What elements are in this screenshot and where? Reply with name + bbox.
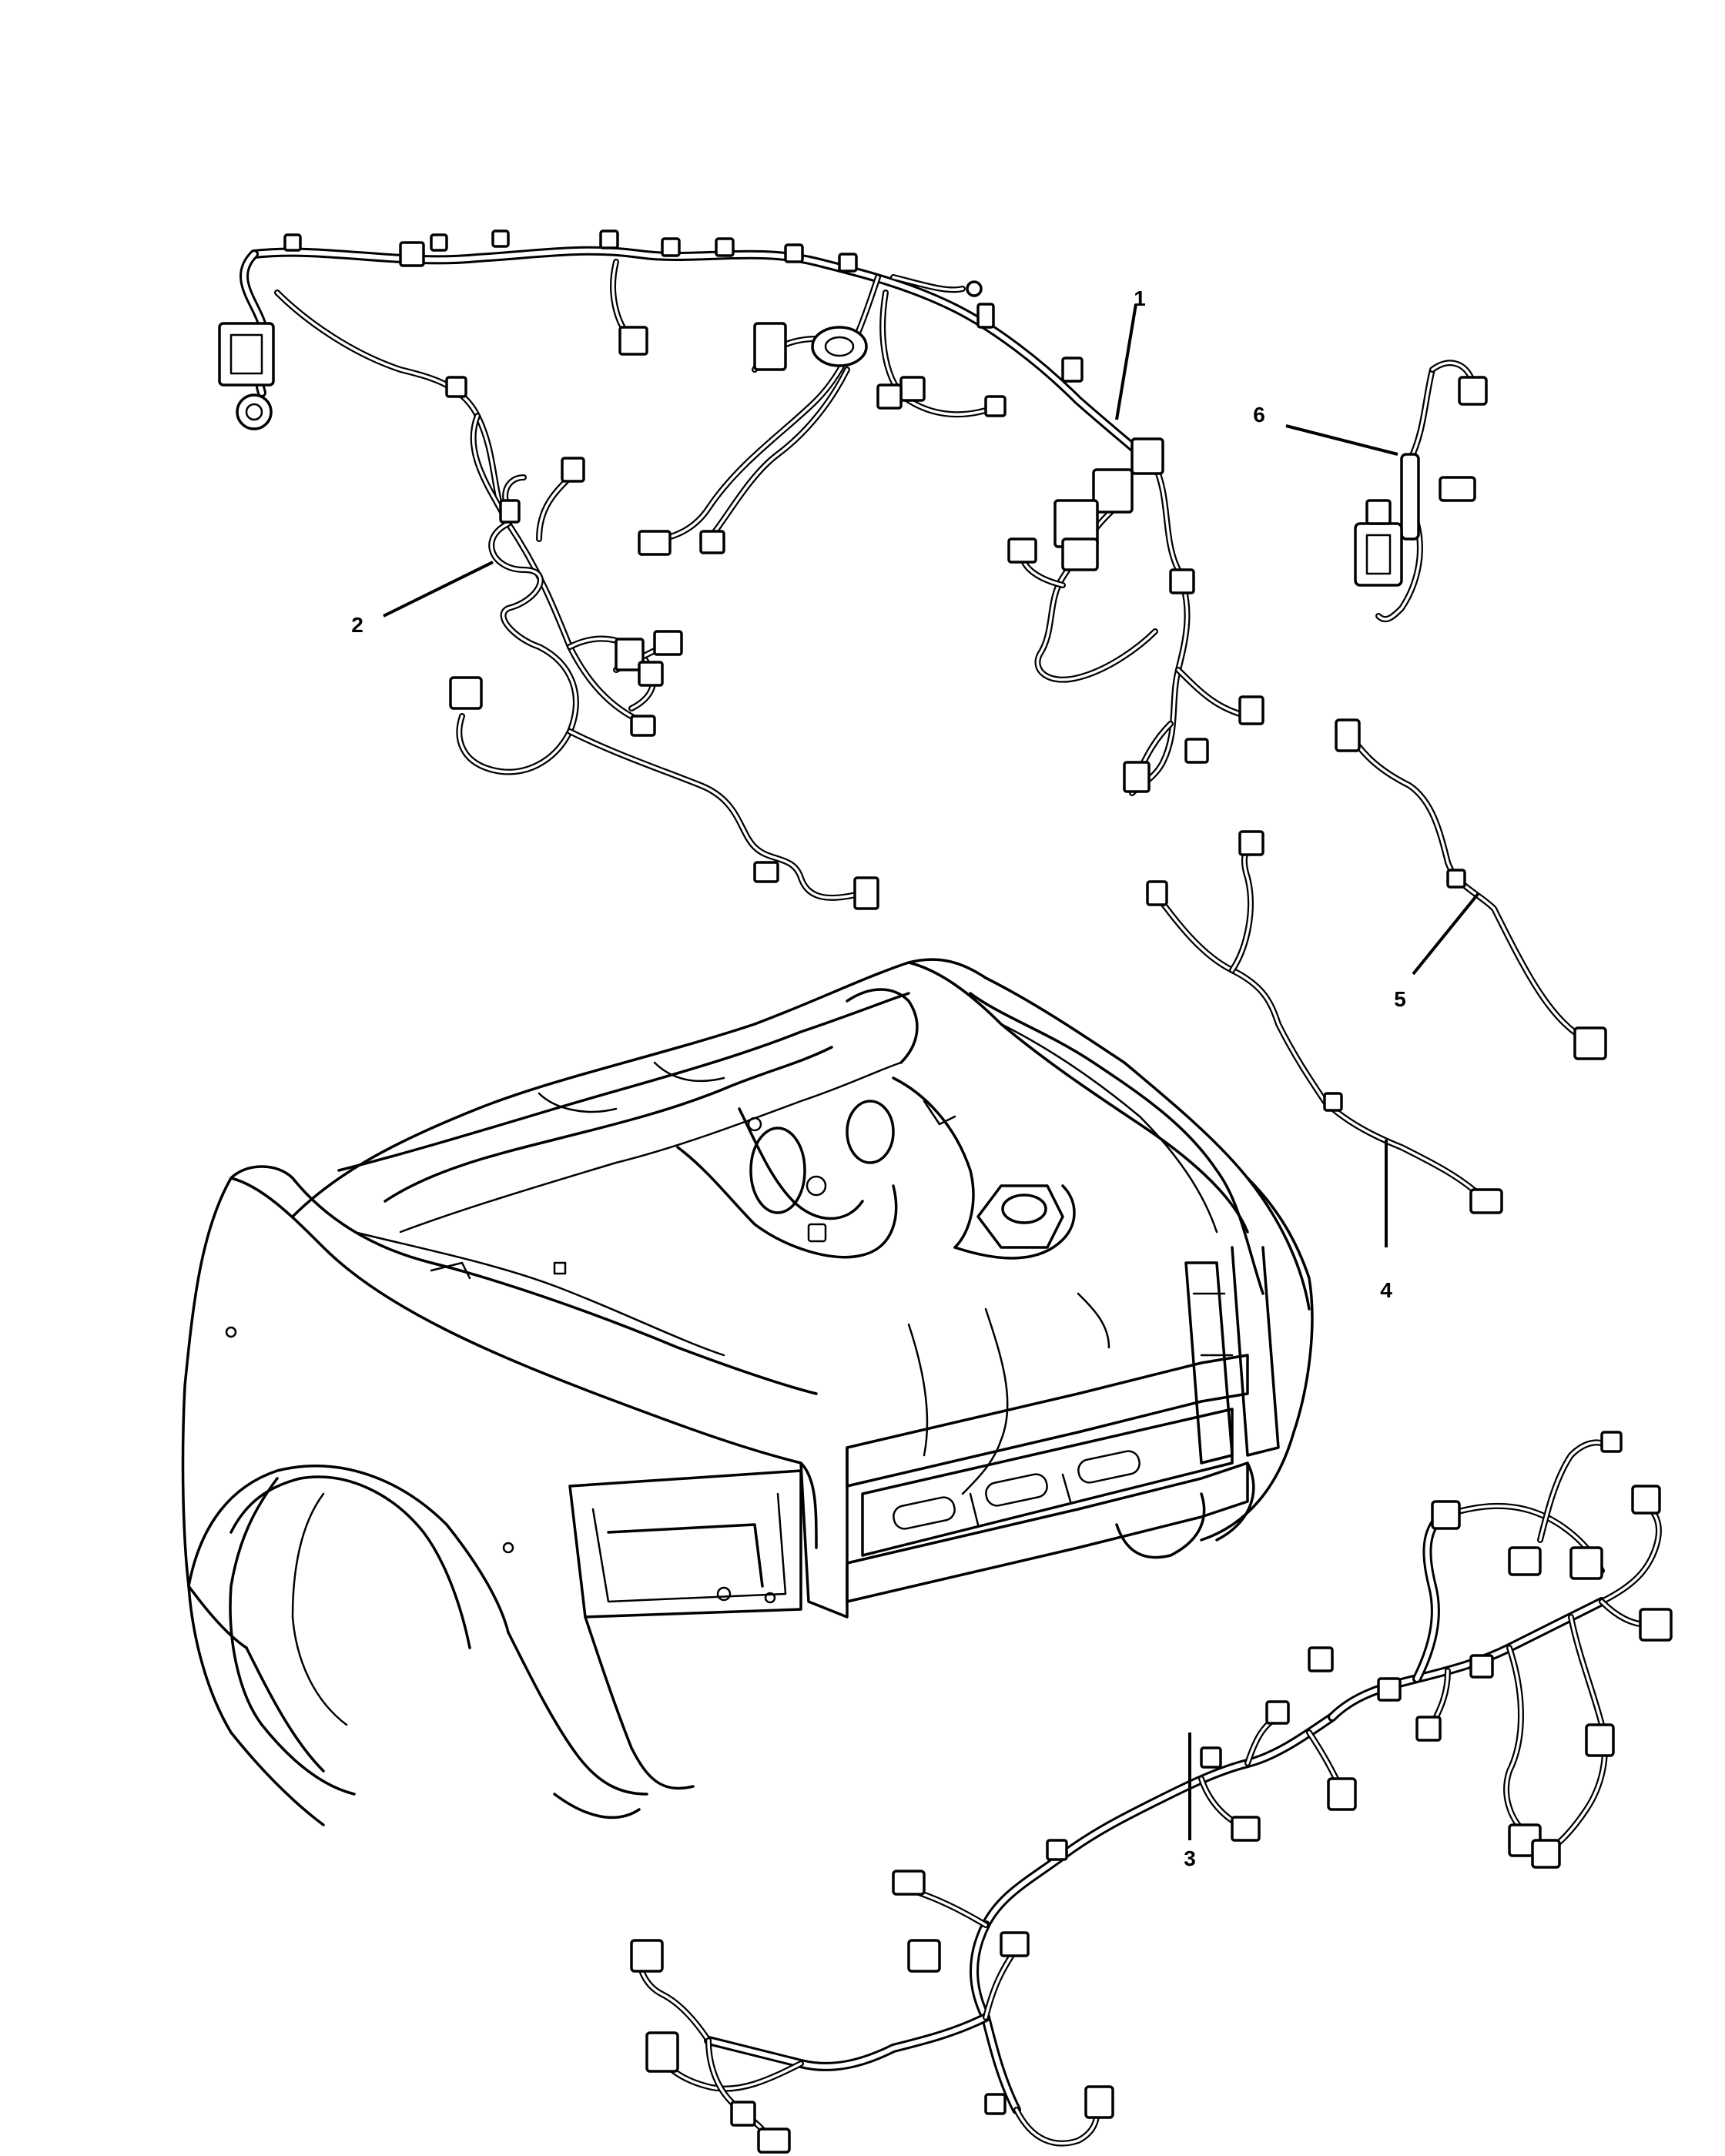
harness-5-jumper: [1335, 718, 1607, 1060]
callout-6: 6: [1253, 403, 1265, 427]
callout-4: 4: [1380, 1278, 1392, 1302]
harness-1-instrument-panel: [250, 229, 1264, 796]
callout-1: 1: [1134, 286, 1146, 310]
harness-4-jumper: [1146, 830, 1503, 1214]
harness-2-left-branch: [218, 249, 879, 910]
callout-5: 5: [1394, 987, 1406, 1011]
leader-lines: [383, 303, 1480, 1840]
callout-2: 2: [351, 613, 363, 637]
harness-3-headlamp-dash: [630, 1431, 1673, 2154]
harness-6-jumper: [1354, 360, 1488, 623]
front-end-body-structure: [181, 958, 1314, 1826]
callout-3: 3: [1184, 1846, 1196, 1870]
